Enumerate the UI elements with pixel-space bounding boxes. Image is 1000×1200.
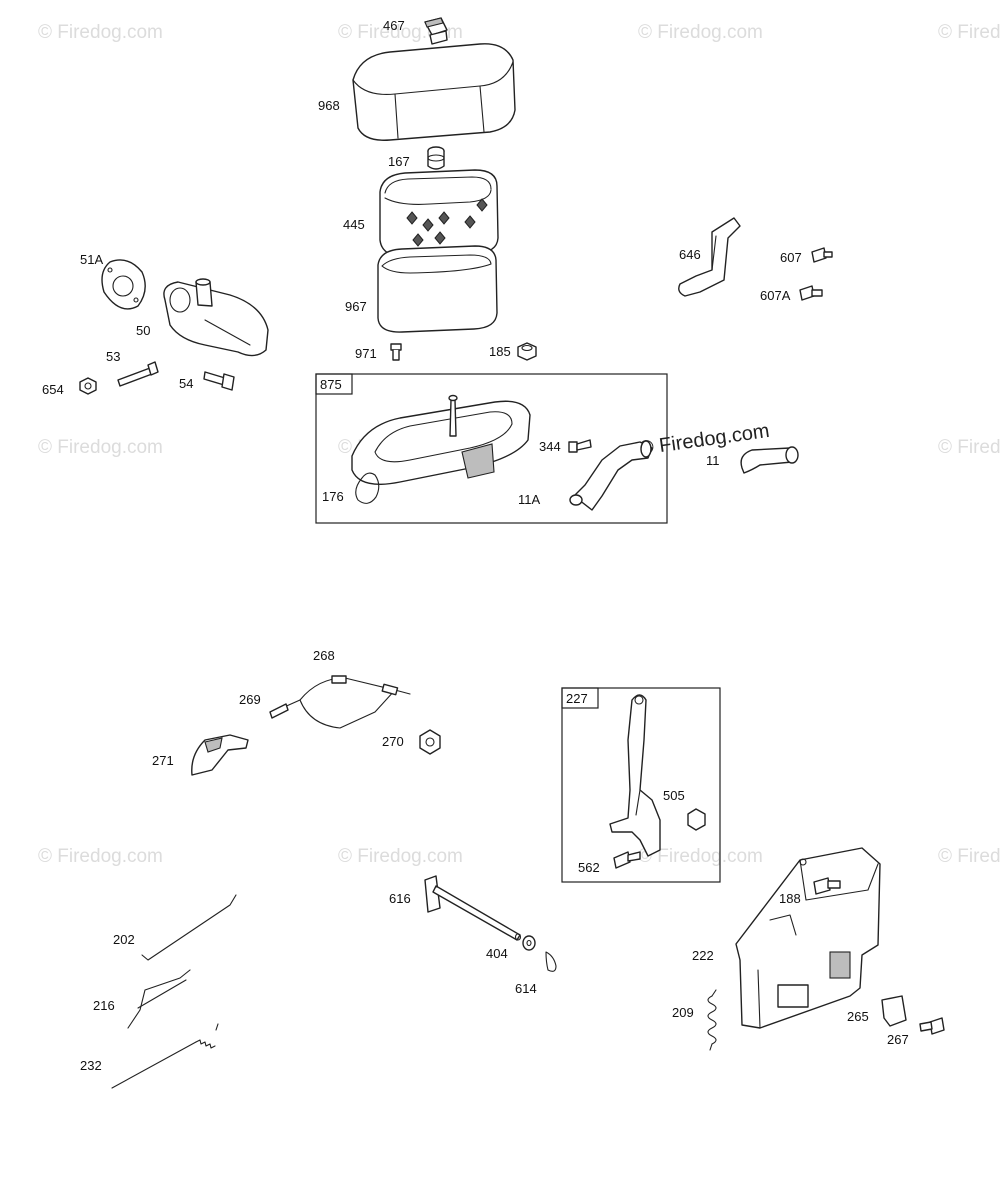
part-label: 271 xyxy=(152,753,174,768)
governor-lever xyxy=(609,694,661,857)
part-label: 11 xyxy=(706,453,720,468)
part-label: 404 xyxy=(486,946,508,961)
nut-270 xyxy=(419,729,441,755)
part-label: 188 xyxy=(779,891,801,906)
part-label: 51A xyxy=(80,252,103,267)
watermark: © Firedog.com xyxy=(638,846,763,867)
base-plate xyxy=(351,394,531,485)
element-pleat-marks xyxy=(406,198,488,247)
watermarks: © Firedog.com © Firedog.com © Firedog.co… xyxy=(38,22,1000,867)
part-label: 232 xyxy=(80,1058,102,1073)
part-label: 11A xyxy=(518,492,540,507)
breather-tube-11A xyxy=(569,440,653,511)
element-445 xyxy=(379,169,499,257)
clamp-271 xyxy=(191,734,249,776)
part-label: 614 xyxy=(515,981,537,996)
stud-53 xyxy=(117,361,159,387)
part-label: 646 xyxy=(679,247,701,262)
part-label: 270 xyxy=(382,734,404,749)
part-label: 222 xyxy=(692,948,714,963)
part-label: 216 xyxy=(93,998,115,1013)
part-label: 185 xyxy=(489,344,511,359)
control-bracket-222 xyxy=(735,847,881,1029)
callout-label-875: 875 xyxy=(320,377,342,392)
callout-label-227: 227 xyxy=(566,691,588,706)
part-label: 562 xyxy=(578,860,600,875)
part-label: 176 xyxy=(322,489,344,504)
part-label: 269 xyxy=(239,692,261,707)
rod-202 xyxy=(141,894,237,961)
screw-344 xyxy=(568,439,592,453)
screw-971 xyxy=(390,343,402,361)
nut-185 xyxy=(517,342,537,361)
part-label: 505 xyxy=(663,788,685,803)
part-label: 265 xyxy=(847,1009,869,1024)
screw-607 xyxy=(811,247,833,263)
watermark: © Firedog.com xyxy=(38,437,163,458)
screw-267 xyxy=(919,1017,945,1035)
part-label: 54 xyxy=(179,376,193,391)
part-labels: 467 968 167 445 967 971 185 51A 50 53 65… xyxy=(42,18,909,1073)
callout-box-875: 875 xyxy=(315,373,668,524)
part-label: 209 xyxy=(672,1005,694,1020)
spring-232 xyxy=(111,1023,219,1089)
part-label: 267 xyxy=(887,1032,909,1047)
pre-cleaner-967 xyxy=(377,245,498,333)
part-label: 344 xyxy=(539,439,561,454)
bracket-646 xyxy=(678,217,741,297)
part-label: 607 xyxy=(780,250,802,265)
part-label: 607A xyxy=(760,288,791,303)
cover-968 xyxy=(352,43,516,141)
clip-614 xyxy=(545,951,557,972)
watermark: © Firedog.com xyxy=(938,22,1000,43)
part-label: 654 xyxy=(42,382,64,397)
part-label: 971 xyxy=(355,346,377,361)
breather-tube-11 xyxy=(740,446,799,474)
screw-188 xyxy=(813,877,841,895)
nut-654 xyxy=(79,377,97,395)
watermark: © Firedog.com xyxy=(38,22,163,43)
shaft-616 xyxy=(424,875,522,941)
gasket-51A xyxy=(101,259,146,310)
carburetor-elbow-50 xyxy=(163,278,269,357)
spring-209 xyxy=(707,989,717,1051)
watermark: © Firedog.com xyxy=(938,437,1000,458)
part-label: 50 xyxy=(136,323,150,338)
watermark: © Firedog.com xyxy=(938,846,1000,867)
part-label: 968 xyxy=(318,98,340,113)
screw-54 xyxy=(203,371,235,391)
part-label: 445 xyxy=(343,217,365,232)
screw-607A xyxy=(799,285,823,301)
part-label: 616 xyxy=(389,891,411,906)
clamp-265 xyxy=(881,995,907,1027)
callout-box-227: 227 xyxy=(561,687,721,883)
part-label: 467 xyxy=(383,18,405,33)
knob-467 xyxy=(424,17,448,45)
part-label: 268 xyxy=(313,648,335,663)
gasket-176 xyxy=(355,472,380,504)
screw-562 xyxy=(613,851,641,869)
watermark: © Firedog.com xyxy=(338,846,463,867)
washer-404 xyxy=(522,935,536,951)
grommet-167 xyxy=(427,146,445,170)
part-label: 53 xyxy=(106,349,120,364)
part-label: 167 xyxy=(388,154,410,169)
rod-216 xyxy=(127,969,191,1029)
watermark: © Firedog.com xyxy=(638,22,763,43)
cable-268 xyxy=(281,675,411,729)
nut-505 xyxy=(687,808,706,831)
cable-end-269 xyxy=(269,703,289,719)
part-label: 202 xyxy=(113,932,135,947)
watermark: © Firedog.com xyxy=(38,846,163,867)
part-label: 967 xyxy=(345,299,367,314)
